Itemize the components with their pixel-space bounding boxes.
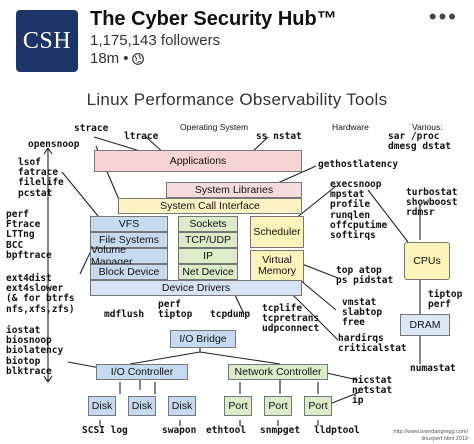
tool-ext4-group: ext4dist ext4slower (& for btrfs nfs,xfs… — [6, 273, 75, 315]
tool-tcpdump: tcpdump — [210, 309, 251, 320]
tool-snmpget: snmpget — [260, 425, 301, 436]
post-time: 18m — [90, 50, 120, 67]
globe-icon — [132, 52, 145, 65]
tool-execsnoop-group: execsnoop mpstat profile runqlen offcput… — [330, 179, 388, 242]
tool-lsof-group: lsof fatrace filelife pcstat — [18, 157, 64, 199]
box-dram: DRAM — [400, 314, 450, 336]
box-applications: Applications — [94, 150, 302, 172]
tool-scsi-log: SCSI log — [82, 425, 128, 436]
tool-iostat-group: iostat biosnoop biolatency biotop blktra… — [6, 325, 64, 377]
box-port-3: Port — [304, 396, 332, 416]
box-io-bridge: I/O Bridge — [170, 330, 236, 348]
box-disk-3: Disk — [168, 396, 196, 416]
diagram-title: Linux Performance Observability Tools — [86, 90, 388, 109]
box-disk-1: Disk — [88, 396, 116, 416]
diagram-image: Linux Performance Observability Tools — [0, 82, 474, 444]
box-ip: IP — [178, 248, 238, 264]
box-vfs: VFS — [90, 216, 168, 232]
more-options-icon[interactable]: ••• — [428, 4, 458, 29]
tool-swapon: swapon — [162, 425, 197, 436]
tool-lldptool: lldptool — [314, 425, 360, 436]
box-io-controller: I/O Controller — [96, 364, 188, 380]
tool-perf-group: perf Ftrace LTTng BCC bpftrace — [6, 209, 52, 261]
post-meta: 18m • — [90, 50, 145, 67]
diagram-credit: http://www.brendangregg.com/ linuxperf.h… — [393, 429, 468, 442]
tool-tiptop-perf: tiptop perf — [428, 289, 463, 311]
avatar[interactable]: CSH — [16, 10, 78, 72]
tool-strace: strace — [74, 123, 109, 134]
tool-mdflush: mdflush — [104, 309, 145, 320]
tool-top-atop: top atop ps pidstat — [336, 265, 394, 287]
tool-various: sar /proc dmesg dstat — [388, 131, 451, 153]
box-net-device: Net Device — [178, 264, 238, 280]
tool-ltrace: ltrace — [124, 131, 159, 142]
tool-gethostlatency: gethostlatency — [318, 159, 399, 170]
caption-various: Various: — [412, 122, 443, 132]
box-disk-2: Disk — [128, 396, 156, 416]
tool-nicstat-group: nicstat netstat ip — [352, 375, 393, 407]
box-port-1: Port — [224, 396, 252, 416]
box-virtual-memory: Virtual Memory — [250, 250, 304, 282]
post-header: CSH The Cyber Security Hub™ 1,175,143 fo… — [0, 0, 474, 80]
tool-perf-tiptop: perf tiptop — [158, 299, 193, 321]
box-volume-manager: Volume Manager — [90, 244, 168, 268]
avatar-text: CSH — [22, 27, 72, 54]
tool-numastat: numastat — [410, 363, 456, 374]
tool-hardirqs-group: hardirqs criticalstat — [338, 333, 407, 355]
tool-tcplife-group: tcplife tcpretrans udpconnect — [262, 303, 320, 335]
box-network-controller: Network Controller — [228, 364, 328, 380]
box-tcp-udp: TCP/UDP — [178, 232, 238, 248]
caption-operating-system: Operating System — [180, 122, 249, 132]
account-name[interactable]: The Cyber Security Hub™ — [90, 8, 337, 30]
box-block-device: Block Device — [90, 264, 168, 280]
box-file-systems: File Systems — [90, 232, 168, 248]
box-system-libraries: System Libraries — [166, 182, 302, 198]
box-device-drivers: Device Drivers — [90, 280, 302, 296]
follower-count: 1,175,143 followers — [90, 32, 221, 49]
meta-dot: • — [123, 50, 129, 67]
tool-ss-nstat: ss nstat — [256, 131, 302, 142]
tool-vmstat-group: vmstat slabtop free — [342, 297, 383, 329]
tool-turbostat-group: turbostat showboost rdmsr — [406, 187, 458, 219]
caption-hardware: Hardware — [332, 122, 369, 132]
box-port-2: Port — [264, 396, 292, 416]
box-scheduler: Scheduler — [250, 216, 304, 248]
box-sockets: Sockets — [178, 216, 238, 232]
tool-opensnoop: opensnoop — [28, 139, 80, 150]
box-system-call-interface: System Call Interface — [118, 198, 302, 214]
box-cpus: CPUs — [404, 242, 450, 280]
tool-ethtool: ethtool — [206, 425, 247, 436]
